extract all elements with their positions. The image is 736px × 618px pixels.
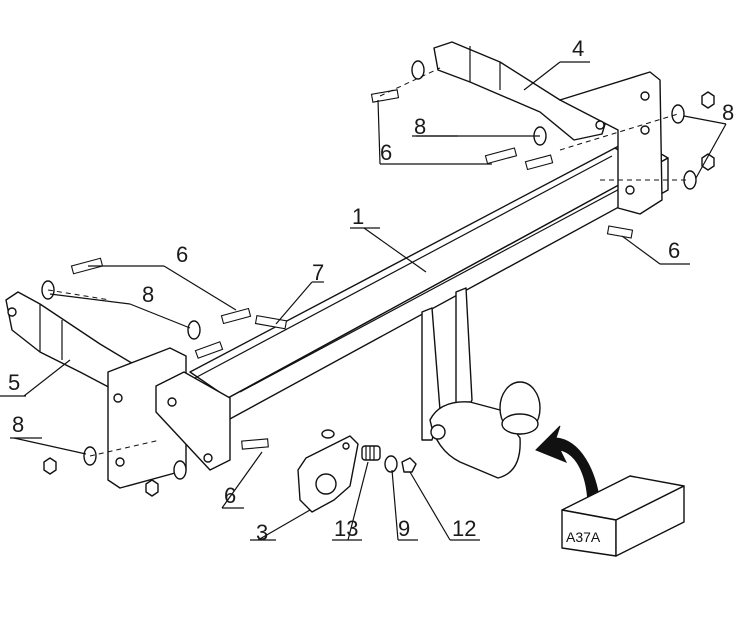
bolts [70, 89, 634, 450]
callout-9: 9 [398, 516, 410, 541]
callout-6-left: 6 [176, 242, 188, 267]
callout-4: 4 [572, 36, 584, 61]
callout-12: 12 [452, 516, 476, 541]
crossbar-part-1 [189, 137, 669, 421]
callout-labels: 1 3 4 5 6 6 6 6 7 8 8 8 8 9 12 13 [8, 36, 734, 545]
right-bracket-part-4 [433, 41, 663, 215]
callout-6-right: 6 [668, 238, 680, 263]
callout-6-top: 6 [380, 140, 392, 165]
callout-8-left: 8 [142, 282, 154, 307]
assembly-axis-lines [47, 67, 690, 457]
nut-part-12 [401, 457, 417, 473]
callout-8-bottom: 8 [12, 412, 24, 437]
callout-1: 1 [352, 204, 364, 229]
spring-part-13 [361, 445, 381, 461]
callout-8-top: 8 [414, 114, 426, 139]
socket-plate-part-3 [297, 435, 359, 513]
leader-lines [0, 61, 727, 541]
washer-part-9 [384, 455, 398, 473]
left-bracket-part-5 [5, 291, 231, 489]
direction-arrow-icon [535, 425, 601, 509]
callout-7: 7 [312, 260, 324, 285]
package-box: A37A [561, 475, 685, 557]
callout-5: 5 [8, 370, 20, 395]
callout-3: 3 [256, 520, 268, 545]
towball-neck [421, 287, 541, 479]
package-box-label: A37A [566, 529, 601, 545]
callout-8-right: 8 [722, 100, 734, 125]
nuts [43, 91, 715, 497]
callout-13: 13 [334, 516, 358, 541]
callout-6-bottom: 6 [224, 483, 236, 508]
